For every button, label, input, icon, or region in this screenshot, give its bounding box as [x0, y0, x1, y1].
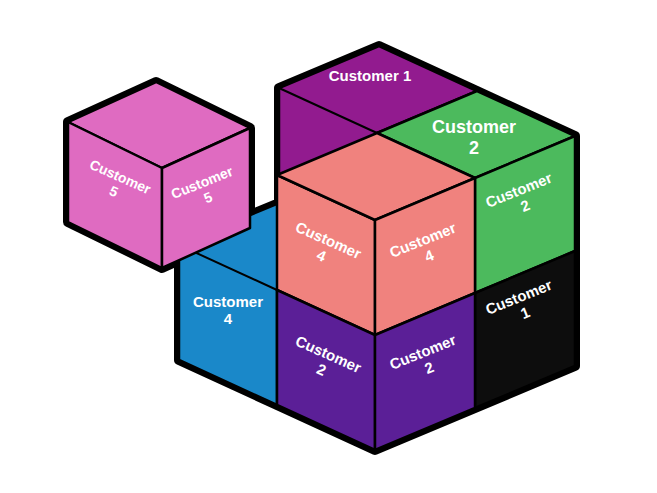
face-polygon — [277, 290, 375, 450]
face-label: Customer 1 — [329, 67, 412, 84]
cube-face: Customer 2 — [375, 293, 475, 450]
face-polygon — [475, 251, 575, 408]
face-polygon — [68, 122, 162, 268]
cube-outline — [68, 82, 250, 268]
face-edge — [279, 88, 377, 133]
face-label: Customer 4 — [193, 293, 263, 328]
face-edge — [179, 245, 277, 290]
cube-face: Customer 5 — [162, 128, 250, 268]
cube-face: Customer 1 — [475, 251, 575, 408]
face-shape — [475, 251, 575, 408]
face-label: Customer 2 — [432, 117, 516, 158]
cube-face: Customer 2 — [277, 290, 375, 450]
cube-outline — [179, 46, 575, 450]
face-polygon — [375, 293, 475, 450]
cube-face: Customer 5 — [68, 122, 162, 268]
